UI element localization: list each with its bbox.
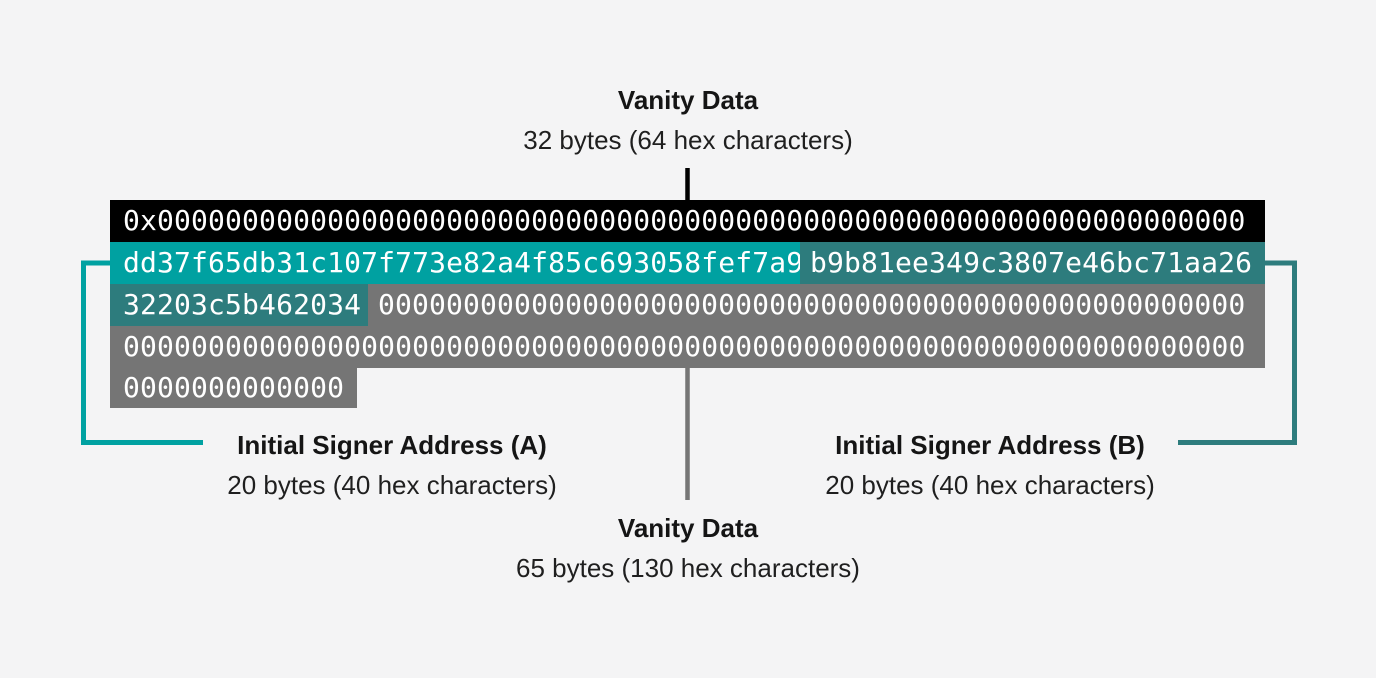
vanity-32-segment: 0x00000000000000000000000000000000000000…: [110, 200, 1265, 242]
signer-b-segment-start: b9b81ee349c3807e46bc71aa26: [800, 242, 1265, 284]
hex-dump: 0x00000000000000000000000000000000000000…: [110, 200, 1265, 408]
initial-signer-b-title: Initial Signer Address (B): [835, 430, 1145, 460]
vanity-data-bottom-label: Vanity Data 65 bytes (130 hex characters…: [488, 512, 888, 584]
vanity-data-top-label: Vanity Data 32 bytes (64 hex characters): [488, 84, 888, 156]
signer-b-segment-end: 32203c5b462034: [110, 284, 368, 326]
initial-signer-a-title: Initial Signer Address (A): [237, 430, 547, 460]
hex-row-5: 0000000000000: [110, 368, 1265, 408]
initial-signer-b-subtitle: 20 bytes (40 hex characters): [825, 470, 1155, 500]
vanity-data-top-title: Vanity Data: [617, 85, 759, 115]
hex-row-1: 0x00000000000000000000000000000000000000…: [110, 200, 1265, 242]
vanity-data-bottom-title: Vanity Data: [617, 513, 759, 543]
vanity-data-top-subtitle: 32 bytes (64 hex characters): [523, 125, 853, 155]
hex-row-4: 0000000000000000000000000000000000000000…: [110, 326, 1265, 368]
signer-a-segment: dd37f65db31c107f773e82a4f85c693058fef7a9: [110, 242, 800, 284]
initial-signer-b-label: Initial Signer Address (B) 20 bytes (40 …: [790, 429, 1190, 501]
vanity-data-bottom-subtitle: 65 bytes (130 hex characters): [516, 553, 860, 583]
vanity-65-segment-middle: 0000000000000000000000000000000000000000…: [110, 326, 1265, 368]
hex-row-2: dd37f65db31c107f773e82a4f85c693058fef7a9…: [110, 242, 1265, 284]
vanity-65-segment-end: 0000000000000: [110, 368, 357, 408]
initial-signer-a-label: Initial Signer Address (A) 20 bytes (40 …: [192, 429, 592, 501]
vanity-65-segment-start: 0000000000000000000000000000000000000000…: [368, 284, 1265, 326]
hex-row-3: 32203c5b462034 0000000000000000000000000…: [110, 284, 1265, 326]
initial-signer-a-subtitle: 20 bytes (40 hex characters): [227, 470, 557, 500]
